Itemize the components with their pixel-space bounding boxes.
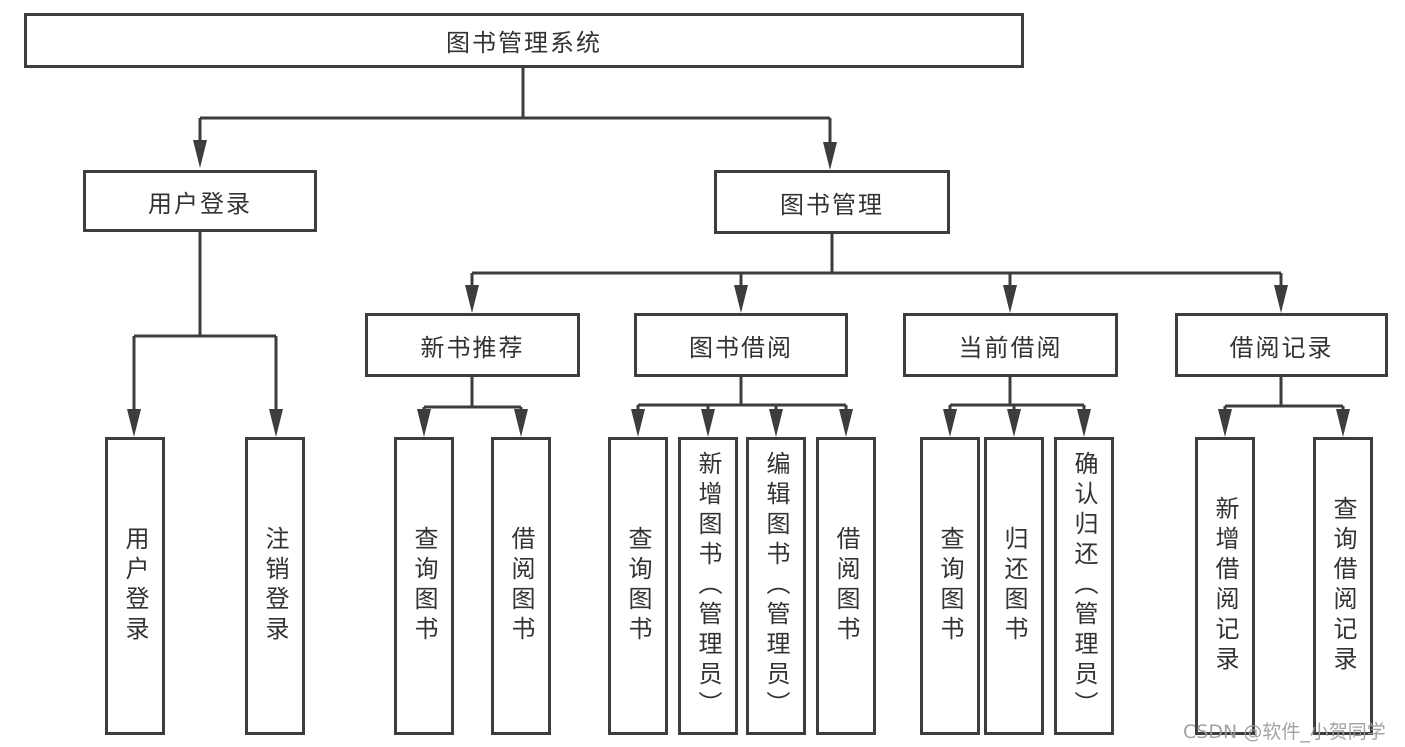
node-library-management-system: 图书管理系统 <box>24 13 1024 68</box>
leaf-edit-book-admin: 编辑图书（管理员） <box>746 437 806 735</box>
arrowhead <box>823 142 837 170</box>
node-label: 查询图书 <box>624 526 652 646</box>
node-label: 查询图书 <box>936 526 964 646</box>
arrowhead <box>1003 285 1017 313</box>
leaf-query-borrow-record: 查询借阅记录 <box>1313 437 1373 735</box>
arrowhead <box>839 409 853 437</box>
arrowhead <box>1218 409 1232 437</box>
arrowhead <box>769 409 783 437</box>
node-book-management: 图书管理 <box>714 170 950 234</box>
node-label: 归还图书 <box>1000 526 1028 646</box>
node-label: 借阅图书 <box>832 526 860 646</box>
connector-new-book-recommend-children <box>417 377 528 437</box>
node-new-book-recommend: 新书推荐 <box>365 313 580 377</box>
leaf-add-book-admin: 新增图书（管理员） <box>678 437 738 735</box>
connector-root-to-level2 <box>193 68 837 170</box>
node-label: 用户登录 <box>121 526 149 646</box>
connector-book-borrowing-children <box>631 377 853 437</box>
node-label: 新增借阅记录 <box>1211 496 1239 676</box>
leaf-logout: 注销登录 <box>245 437 305 735</box>
leaf-borrow-books-recommend: 借阅图书 <box>491 437 551 735</box>
leaf-confirm-return-admin: 确认归还（管理员） <box>1054 437 1114 735</box>
arrowhead <box>269 409 283 437</box>
node-label: 借阅图书 <box>507 526 535 646</box>
node-current-borrowing: 当前借阅 <box>903 313 1118 377</box>
connector-user-login-children <box>127 232 283 437</box>
arrowhead <box>943 409 957 437</box>
leaf-query-books-borrowing: 查询图书 <box>608 437 668 735</box>
connector-current-borrowing-children <box>943 377 1091 437</box>
arrowhead <box>1007 409 1021 437</box>
node-label: 图书管理 <box>780 190 884 219</box>
leaf-query-books-current: 查询图书 <box>920 437 980 735</box>
node-label: 用户登录 <box>148 189 252 218</box>
arrowhead <box>1077 409 1091 437</box>
arrowhead <box>417 409 431 437</box>
arrowhead <box>734 285 748 313</box>
node-user-login: 用户登录 <box>83 170 317 232</box>
connector-borrowing-records-children <box>1218 377 1350 437</box>
node-label: 注销登录 <box>261 526 289 646</box>
watermark: CSDN @软件_小贺同学 <box>1183 721 1386 743</box>
node-label: 查询图书 <box>410 526 438 646</box>
arrowhead <box>514 409 528 437</box>
node-label: 新增图书（管理员） <box>694 451 722 721</box>
leaf-return-book: 归还图书 <box>984 437 1044 735</box>
node-label: 确认归还（管理员） <box>1070 451 1098 721</box>
node-label: 图书借阅 <box>689 333 793 362</box>
node-label: 借阅记录 <box>1229 333 1334 362</box>
leaf-query-books-recommend: 查询图书 <box>394 437 454 735</box>
arrowhead <box>193 140 207 168</box>
node-label: 查询借阅记录 <box>1329 496 1357 676</box>
leaf-borrow-books: 借阅图书 <box>816 437 876 735</box>
node-label: 当前借阅 <box>958 333 1063 362</box>
arrowhead <box>1336 409 1350 437</box>
connector-book-management-children <box>465 234 1288 313</box>
node-borrowing-records: 借阅记录 <box>1175 313 1388 377</box>
arrowhead <box>127 409 141 437</box>
arrowhead <box>1274 285 1288 313</box>
arrowhead <box>701 409 715 437</box>
node-book-borrowing: 图书借阅 <box>634 313 848 377</box>
arrowhead <box>631 409 645 437</box>
node-label: 图书管理系统 <box>446 29 602 57</box>
leaf-user-login: 用户登录 <box>105 437 165 735</box>
leaf-add-borrow-record: 新增借阅记录 <box>1195 437 1255 735</box>
node-label: 编辑图书（管理员） <box>762 451 790 721</box>
arrowhead <box>465 285 479 313</box>
node-label: 新书推荐 <box>420 333 525 362</box>
